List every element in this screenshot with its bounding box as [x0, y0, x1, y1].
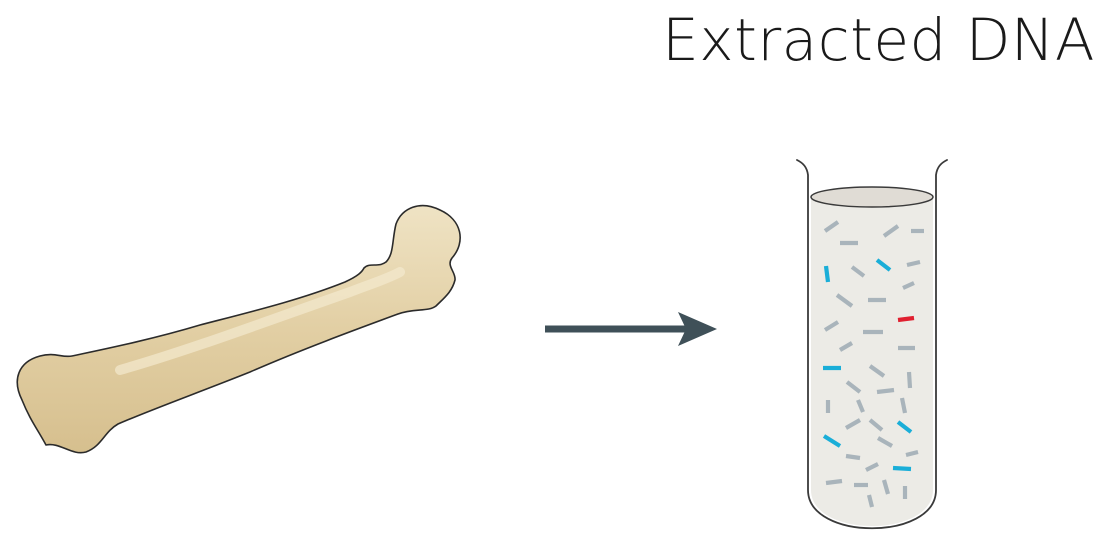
dna-fragment-gray	[902, 398, 905, 413]
dna-fragment-gray	[906, 452, 918, 455]
test-tube-icon	[797, 160, 947, 528]
dna-fragment-gray	[909, 372, 910, 388]
dna-fragment-red	[898, 318, 914, 320]
right-arrow-icon	[545, 312, 717, 346]
dna-fragment-gray	[907, 262, 920, 265]
dna-fragment-blue	[826, 266, 828, 282]
dna-fragment-gray	[877, 390, 894, 392]
dna-fragment-gray	[846, 456, 860, 458]
tube-liquid	[811, 198, 933, 526]
dna-fragment-blue	[893, 468, 911, 469]
femur-bone-icon	[17, 206, 460, 453]
dna-fragment-gray	[826, 481, 842, 483]
dna-fragment-gray	[869, 495, 872, 507]
tube-liquid-surface	[811, 187, 933, 207]
